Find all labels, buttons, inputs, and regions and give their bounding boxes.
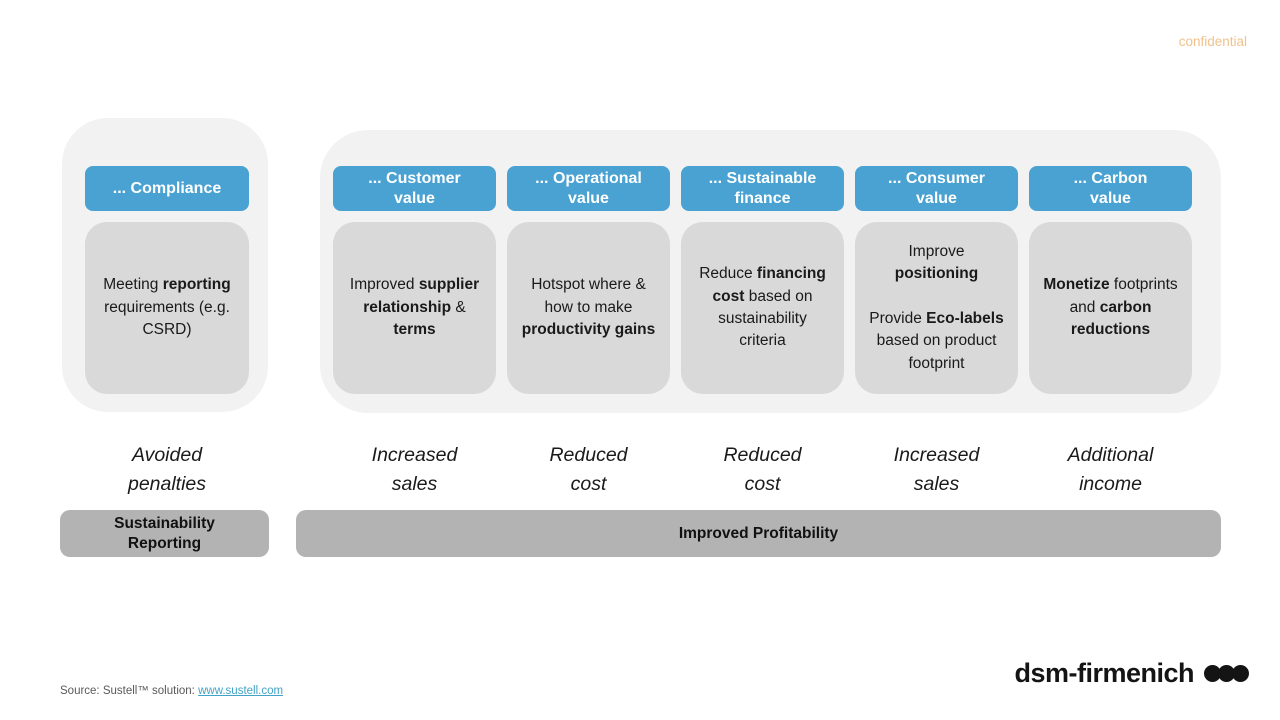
value-column-header: ... Operational value xyxy=(507,166,670,211)
logo-text: dsm-firmenich xyxy=(1014,658,1194,688)
text: Reduce xyxy=(699,265,757,283)
source-text: Source: Sustell™ solution: xyxy=(60,685,199,697)
text: Improved xyxy=(349,276,419,294)
text: requirements (e.g. CSRD) xyxy=(104,298,230,339)
text: Improve xyxy=(908,242,965,260)
value-column-outcome: Increased sales xyxy=(371,444,458,496)
text: Meeting xyxy=(103,276,163,294)
value-column-outcome: Reduced cost xyxy=(549,444,628,496)
value-column-card: Reduce financing cost based on sustainab… xyxy=(681,222,844,394)
card-paragraph: Meeting reporting requirements (e.g. CSR… xyxy=(99,274,235,341)
bold-text: supplier relationship xyxy=(363,276,480,316)
card-paragraph: Hotspot where & how to make productivity… xyxy=(521,274,656,341)
text: Provide xyxy=(869,309,927,327)
bold-text: reporting xyxy=(162,276,231,294)
value-column-outcome: Increased sales xyxy=(893,444,980,496)
text: & xyxy=(451,298,466,316)
bold-text: productivity gains xyxy=(521,321,656,339)
bold-text: financing cost xyxy=(712,265,826,305)
text: based on product footprint xyxy=(876,332,997,372)
text: footprints and xyxy=(1069,276,1178,316)
source-line: Source: Sustell™ solution: www.sustell.c… xyxy=(60,685,283,697)
bold-text: carbon reductions xyxy=(1070,298,1152,339)
bold-text: terms xyxy=(393,321,436,339)
value-column-header: ... Customer value xyxy=(333,166,496,211)
compliance-outcome: Avoided penalties xyxy=(127,444,207,496)
card-paragraph: Improve positioning xyxy=(869,241,1004,286)
value-column-card: Monetize footprints and carbon reduction… xyxy=(1029,222,1192,394)
value-column-header: ... Carbon value xyxy=(1029,166,1192,211)
value-column-card: Hotspot where & how to make productivity… xyxy=(507,222,670,394)
bold-text: Monetize xyxy=(1043,276,1110,294)
compliance-card: Meeting reporting requirements (e.g. CSR… xyxy=(85,222,249,394)
logo-dots-icon xyxy=(1204,665,1249,682)
value-column-card: Improved supplier relationship & terms xyxy=(333,222,496,394)
source-link[interactable]: www.sustell.com xyxy=(198,685,284,697)
card-paragraph: Improved supplier relationship & terms xyxy=(347,274,482,341)
bold-text: positioning xyxy=(894,265,979,283)
value-column-outcome: Reduced cost xyxy=(723,444,802,496)
value-column-outcome: Additional income xyxy=(1067,444,1154,496)
text: Hotspot where & how to make xyxy=(531,276,646,316)
sustainability-reporting-bar: Sustainability Reporting xyxy=(60,510,269,557)
text: based on sustainability criteria xyxy=(718,287,813,350)
card-paragraph: Monetize footprints and carbon reduction… xyxy=(1043,274,1178,341)
confidential-label: confidential xyxy=(1178,34,1247,49)
bold-text: Eco-labels xyxy=(926,309,1004,327)
card-paragraph: Reduce financing cost based on sustainab… xyxy=(695,263,830,353)
card-paragraph: Provide Eco-labels based on product foot… xyxy=(869,308,1004,375)
compliance-column: ... Compliance Meeting reporting require… xyxy=(85,166,249,500)
value-column-header: ... Sustainable finance xyxy=(681,166,844,211)
value-column-header: ... Consumer value xyxy=(855,166,1018,211)
improved-profitability-bar: Improved Profitability xyxy=(296,510,1221,557)
compliance-header: ... Compliance xyxy=(85,166,249,211)
dsm-firmenich-logo: dsm-firmenich xyxy=(1014,658,1249,689)
